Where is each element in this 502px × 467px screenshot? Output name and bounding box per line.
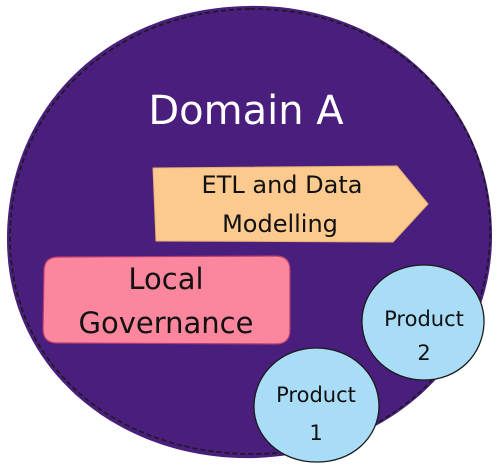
- etl-process: ETL and Data Modelling: [152, 165, 429, 243]
- product-1-label-line2: 1: [309, 421, 322, 445]
- product-1-circle: [253, 347, 380, 463]
- etl-arrow-shape: [152, 165, 429, 243]
- product-1: Product 1: [253, 347, 380, 463]
- domain-title: Domain A: [148, 88, 344, 134]
- governance-label-line2: Governance: [79, 306, 254, 340]
- product-2-label-line2: 2: [417, 341, 430, 365]
- product-2-label-line1: Product: [384, 307, 464, 331]
- product-1-label-line1: Product: [276, 383, 356, 407]
- governance-label-line1: Local: [128, 262, 203, 296]
- etl-label-line2: Modelling: [222, 210, 338, 238]
- domain-a-outline: [9, 8, 491, 455]
- product-2-circle: [361, 264, 485, 381]
- product-2: Product 2: [361, 264, 485, 381]
- governance-box: [42, 255, 291, 345]
- etl-label-line1: ETL and Data: [202, 171, 363, 199]
- local-governance: Local Governance: [42, 255, 291, 345]
